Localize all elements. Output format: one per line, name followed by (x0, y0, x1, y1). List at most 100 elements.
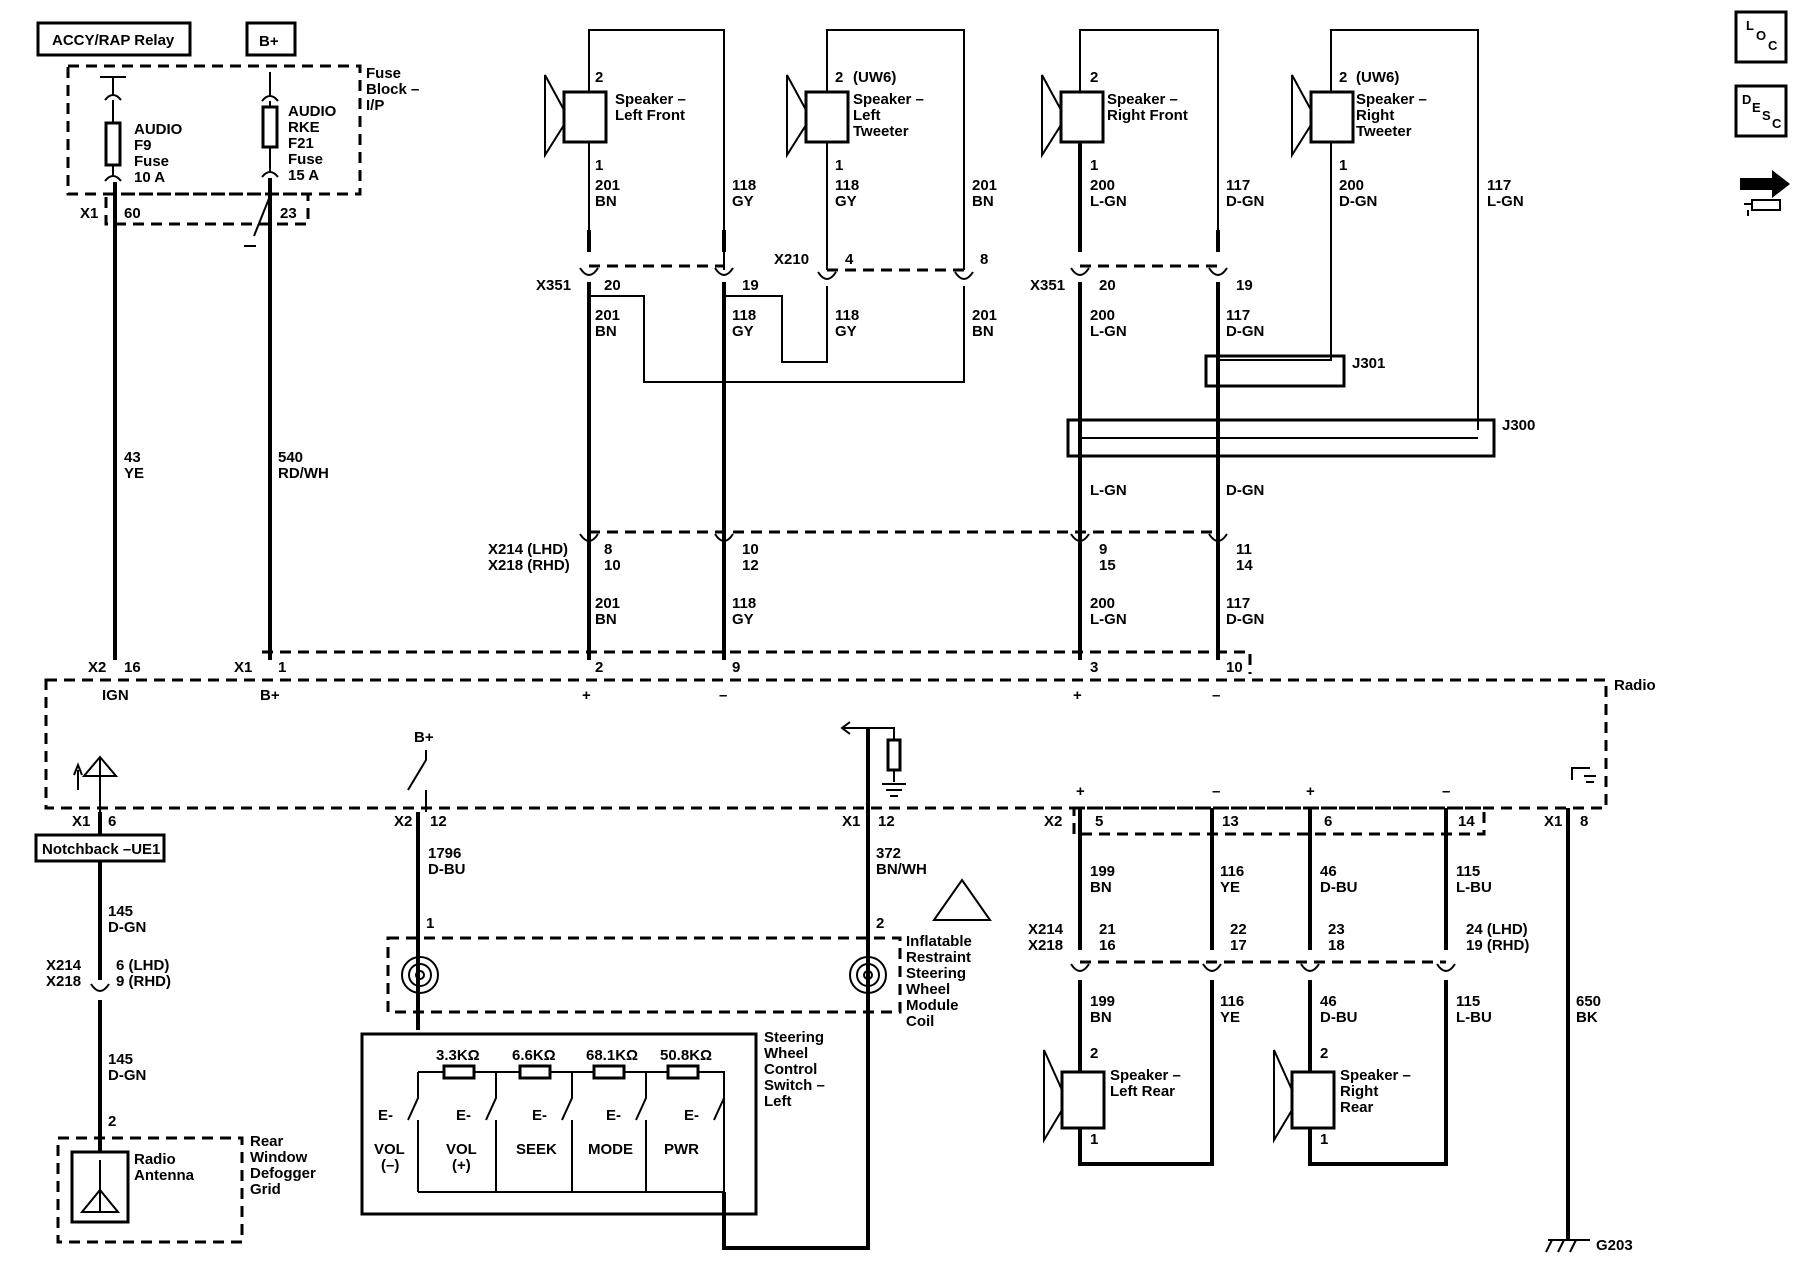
swc-bplus-label: B+ (414, 729, 434, 746)
speaker-right-tweeter-option: (UW6) (1356, 69, 1399, 86)
x351-right-label: X351 (1030, 277, 1065, 294)
radio-x2-pin-14: 14 (1458, 813, 1475, 830)
switch-seek-label: SEEK (516, 1141, 557, 1158)
swc-bplus-switch (407, 750, 427, 812)
radio-x2-rear-connector-dashed (1072, 806, 1486, 836)
resistor-3-3k (442, 1064, 476, 1080)
speaker-right-tweeter-pin-2: 2 (1339, 69, 1347, 86)
radio-x1-pin-3: 3 (1090, 659, 1098, 676)
radio-x2-pin-16: 16 (124, 659, 141, 676)
fuse-f21-symbol (261, 105, 279, 149)
radio-bplus-label: B+ (260, 687, 280, 704)
defogger-label-3: Defogger (250, 1165, 316, 1182)
svg-text:C: C (1772, 116, 1782, 131)
x210-label: X210 (774, 251, 809, 268)
sir-coil-outline (386, 936, 902, 1014)
radio-x1-pin-6: 6 (108, 813, 116, 830)
wire-1796-circuit: 1796 (428, 845, 461, 862)
wire-115-lbu (1308, 808, 1448, 1166)
fuse-x1-pin-60: 60 (124, 205, 141, 222)
speaker-right-rear-pin-1: 1 (1320, 1131, 1328, 1148)
wire-650-color: BK (1576, 1009, 1598, 1026)
desc-icon[interactable]: D E S C (1734, 84, 1788, 138)
speaker-left-tweeter-pin-1: 1 (835, 157, 843, 174)
antenna-x218-label: X218 (46, 973, 81, 990)
svg-text:E: E (1752, 100, 1761, 115)
fuse-x1-label: X1 (80, 205, 98, 222)
speaker-right-front-cone (1041, 74, 1062, 159)
wire-201-circuit-low: 201 (595, 595, 620, 612)
radio-x2-pin-5: 5 (1095, 813, 1103, 830)
wire-200-circuit-low: 200 (1090, 595, 1115, 612)
wire-117-color-mid: D-GN (1226, 323, 1264, 340)
wire-116-ye (1078, 808, 1214, 1166)
speaker-left-front-label-1: Speaker – (615, 91, 686, 108)
wire-115-color-lower: L-BU (1456, 1009, 1492, 1026)
speaker-right-tweeter-pin-1: 1 (1339, 157, 1347, 174)
x218-pin-10: 10 (604, 557, 621, 574)
defogger-label-2: Window (250, 1149, 308, 1166)
fuse-f21-label-2: RKE (288, 119, 320, 136)
wire-372-bnwh (722, 728, 870, 1250)
fuse-f9-bottom-clip (104, 175, 122, 182)
wire-46-circuit: 46 (1320, 863, 1337, 880)
swc-label-5: Left (764, 1093, 792, 1110)
speaker-right-front-symbol (1059, 90, 1105, 144)
speaker-left-tweeter-label-3: Tweeter (853, 123, 909, 140)
coil-label-4: Wheel (906, 981, 950, 998)
fuse-block-label-3: I/P (366, 97, 384, 114)
radio-x2-pin-13: 13 (1222, 813, 1239, 830)
rear-x218-pin-18: 18 (1328, 937, 1345, 954)
speaker-left-front-pin-1: 1 (595, 157, 603, 174)
rear-x214-pin-22: 22 (1230, 921, 1247, 938)
speaker-left-front-cone (544, 74, 565, 159)
svg-text:D: D (1742, 92, 1751, 107)
wire-199-color: BN (1090, 879, 1112, 896)
wire-117-circuit-low: 117 (1226, 595, 1250, 612)
fuse-f21-top-clip (261, 95, 279, 102)
fuse-f9-label-4: 10 A (134, 169, 165, 186)
speaker-left-rear-pin-1: 1 (1090, 1131, 1098, 1148)
antenna-input-arrow (73, 762, 83, 790)
antenna-pin-2: 2 (108, 1113, 116, 1130)
accy-rap-relay-label: ACCY/RAP Relay (52, 32, 175, 49)
speaker-left-front-label-2: Left Front (615, 107, 685, 124)
splice-118-gy (724, 286, 828, 363)
connector-views-icon[interactable] (1740, 170, 1790, 216)
wire-201-color-upper: BN (595, 193, 617, 210)
wire-117-color-upper: D-GN (1226, 193, 1264, 210)
wire-200-circuit-mid: 200 (1090, 307, 1115, 324)
fuse-f21-label-4: Fuse (288, 151, 323, 168)
x351-left-pin-20: 20 (604, 277, 621, 294)
coil-pin-1: 1 (426, 915, 434, 932)
radio-x1-pin-8: 8 (1580, 813, 1588, 830)
loc-icon[interactable]: L O C (1734, 10, 1788, 64)
radio-x2-pin-6: 6 (1324, 813, 1332, 830)
antenna-x218-pin: 9 (RHD) (116, 973, 171, 990)
radio-lr-minus: – (1212, 783, 1220, 800)
wire-199-circuit-lower: 199 (1090, 993, 1115, 1010)
antenna-label-2: Antenna (134, 1167, 195, 1184)
wire-rtw-200-color: D-GN (1339, 193, 1377, 210)
wire-118-circuit-mid: 118 (732, 307, 756, 324)
rear-x214-pin-21: 21 (1099, 921, 1116, 938)
wire-145-circuit-upper: 145 (108, 903, 133, 920)
speaker-left-rear-cone (1043, 1049, 1063, 1144)
wire-46-circuit-lower: 46 (1320, 993, 1337, 1010)
x351-left-label: X351 (536, 277, 571, 294)
accy-rap-relay-label-box (36, 21, 192, 57)
x210-pin8-symbol (954, 271, 974, 280)
svg-text:C: C (1768, 38, 1778, 53)
x351-right-pin20-symbol (1070, 267, 1090, 276)
x214-lhd-label: X214 (LHD) (488, 541, 568, 558)
x214-pin-10: 10 (742, 541, 759, 558)
splice-j301-box (1204, 354, 1346, 388)
x218-pin-15: 15 (1099, 557, 1116, 574)
antenna-x214-pin: 6 (LHD) (116, 957, 169, 974)
speaker-left-front-symbol (562, 90, 608, 144)
wire-540-circuit: 540 (278, 449, 303, 466)
wire-lgn-after-splice: L-GN (1090, 482, 1127, 499)
x214-pin-9: 9 (1099, 541, 1107, 558)
wire-tw-118-circuit: 118 (835, 177, 859, 194)
